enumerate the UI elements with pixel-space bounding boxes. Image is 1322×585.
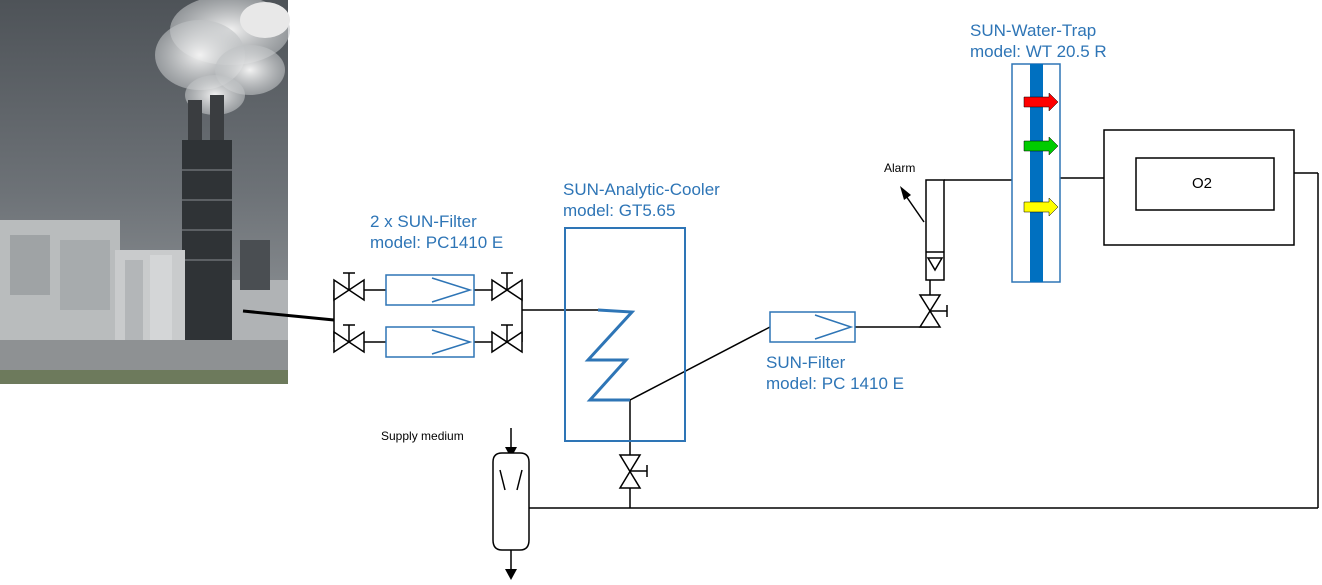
water-trap-stripe [1030, 64, 1043, 282]
single-filter [770, 312, 855, 342]
valve-bottom-right [492, 325, 522, 352]
cooling-coil [588, 310, 632, 400]
cooler-title: SUN-Analytic-Cooler [563, 179, 720, 200]
valve-bottom-left [334, 325, 364, 352]
water-trap-model: model: WT 20.5 R [970, 41, 1107, 62]
filter-model: model: PC 1410 E [766, 373, 904, 394]
valve-flow [920, 295, 947, 327]
valve-top-left [334, 273, 364, 300]
power-plant-photo [0, 0, 290, 384]
valve-cooler-drain [620, 455, 647, 488]
cooler-model: model: GT5.65 [563, 200, 720, 221]
valve-top-right [492, 273, 522, 300]
analytic-cooler [565, 228, 685, 441]
filter-top [386, 275, 474, 305]
analyzer-label: O2 [1192, 175, 1212, 192]
flow-meter [926, 180, 944, 280]
water-trap [1012, 64, 1060, 282]
filter-pair-model: model: PC1410 E [370, 232, 503, 253]
supply-separator [493, 453, 529, 550]
water-trap-title: SUN-Water-Trap [970, 20, 1107, 41]
alarm-label: Alarm [884, 161, 915, 175]
filter-bottom [386, 327, 474, 357]
filter-title: SUN-Filter [766, 352, 904, 373]
supply-medium-label: Supply medium [381, 429, 464, 443]
filter-pair [386, 275, 474, 357]
filter-pair-title: 2 x SUN-Filter [370, 211, 503, 232]
